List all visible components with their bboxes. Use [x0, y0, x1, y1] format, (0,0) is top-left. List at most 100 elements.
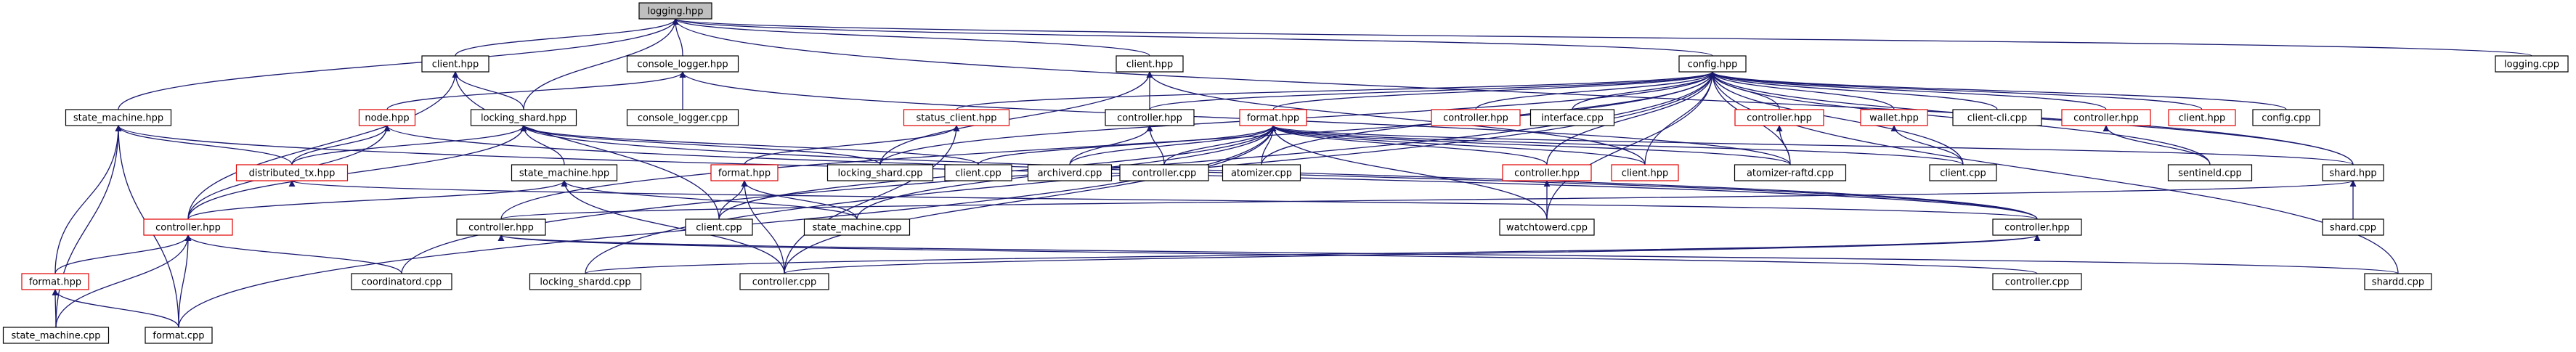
node-controller-hpp-r2[interactable]: controller.hpp: [1734, 109, 1824, 126]
edge-state-machine-cpp-a-to-format-hpp-b: [741, 180, 858, 220]
node-label: status_client.hpp: [916, 113, 996, 124]
node-logging-cpp[interactable]: logging.cpp: [2495, 55, 2569, 73]
node-label: state_machine.hpp: [73, 113, 163, 124]
node-client-cpp-a[interactable]: client.cpp: [944, 164, 1012, 181]
edge-shard-hpp-to-logging-hpp: [672, 18, 2354, 165]
node-config-cpp[interactable]: config.cpp: [2252, 109, 2320, 126]
node-logging-hpp[interactable]: logging.hpp: [638, 2, 712, 20]
edge-config-hpp-to-logging-hpp: [672, 18, 1713, 57]
node-locking-shard-hpp[interactable]: locking_shard.hpp: [470, 109, 577, 126]
edge-controller-hpp-r3-to-config-hpp: [1709, 71, 2107, 110]
node-box: [21, 273, 89, 290]
edge-controller-cpp-a-to-format-hpp-a: [1163, 125, 1277, 165]
node-label: format.hpp: [718, 168, 771, 179]
node-label: interface.cpp: [1541, 113, 1604, 124]
edge-format-hpp-c-to-state-machine-hpp-a: [54, 125, 122, 274]
node-label: archiverd.cpp: [1038, 168, 1102, 179]
node-controller-hpp-r4[interactable]: controller.hpp: [1502, 164, 1592, 181]
node-box: [1239, 109, 1307, 126]
node-node-hpp[interactable]: node.hpp: [358, 109, 416, 126]
edge-controller-hpp-r4-to-format-hpp-a: [1269, 125, 1548, 165]
node-controller-cpp-c[interactable]: controller.cpp: [1992, 273, 2082, 290]
node-label: locking_shard.cpp: [838, 168, 923, 179]
edge-client-cpp-c-to-format-hpp-b: [718, 180, 748, 220]
edge-controller-hpp-r5-to-locking-shard-hpp: [187, 125, 527, 220]
edge-client-hpp-r2-to-format-hpp-a: [1269, 125, 1646, 165]
node-controller-cpp-b[interactable]: controller.cpp: [739, 273, 829, 290]
edge-format-hpp-a-to-config-hpp: [1272, 71, 1716, 110]
edge-status-client-hpp-to-config-hpp: [956, 71, 1716, 110]
node-box: [143, 218, 233, 236]
node-distributed-tx-hpp[interactable]: distributed_tx.hpp: [235, 164, 349, 181]
node-format-cpp[interactable]: format.cpp: [145, 327, 213, 344]
node-label: watchtowerd.cpp: [1506, 223, 1588, 234]
node-interface-cpp[interactable]: interface.cpp: [1529, 109, 1615, 126]
node-label: controller.hpp: [155, 223, 221, 234]
node-status-client-hpp[interactable]: status_client.hpp: [903, 109, 1010, 126]
node-label: controller.hpp: [2004, 223, 2070, 234]
node-shard-cpp[interactable]: shard.cpp: [2322, 218, 2384, 236]
node-client-hpp-a[interactable]: client.hpp: [421, 55, 489, 73]
node-box: [1502, 164, 1592, 181]
node-label: sentineld.cpp: [2178, 168, 2242, 179]
node-client-cpp-c[interactable]: client.cpp: [685, 218, 753, 236]
node-shardd-cpp[interactable]: shardd.cpp: [2364, 273, 2432, 290]
node-label: controller.cpp: [2005, 277, 2070, 288]
node-controller-hpp-c[interactable]: controller.hpp: [1992, 218, 2082, 236]
node-label: client-cli.cpp: [1967, 113, 2028, 124]
node-label: controller.hpp: [1514, 168, 1580, 179]
edge-client-cpp-a-to-format-hpp-a: [978, 125, 1277, 165]
node-label: format.cpp: [153, 331, 204, 342]
node-client-cli-cpp[interactable]: client-cli.cpp: [1952, 109, 2042, 126]
node-wallet-hpp[interactable]: wallet.hpp: [1860, 109, 1928, 126]
node-state-machine-hpp-a[interactable]: state_machine.hpp: [65, 109, 172, 126]
node-shard-hpp[interactable]: shard.hpp: [2322, 164, 2384, 181]
node-label: controller.hpp: [2073, 113, 2139, 124]
node-controller-hpp-b[interactable]: controller.hpp: [456, 218, 546, 236]
node-state-machine-cpp-b[interactable]: state_machine.cpp: [2, 327, 110, 344]
node-box: [2322, 164, 2384, 181]
node-client-hpp-r2[interactable]: client.hpp: [1611, 164, 1679, 181]
node-format-hpp-a[interactable]: format.hpp: [1239, 109, 1307, 126]
node-label: format.hpp: [29, 277, 81, 288]
node-format-hpp-b[interactable]: format.hpp: [710, 164, 779, 181]
node-label: controller.hpp: [1117, 113, 1182, 124]
edge-client-cpp-b-to-wallet-hpp: [1890, 125, 1964, 165]
node-label: distributed_tx.hpp: [249, 168, 336, 179]
node-client-hpp-b[interactable]: client.hpp: [1116, 55, 1184, 73]
node-atomizer-raftd-cpp[interactable]: atomizer-raftd.cpp: [1734, 164, 1847, 181]
node-controller-hpp-r3[interactable]: controller.hpp: [2061, 109, 2151, 126]
node-box: [803, 218, 911, 236]
node-client-hpp-r[interactable]: client.hpp: [2168, 109, 2236, 126]
node-locking-shard-cpp[interactable]: locking_shard.cpp: [826, 164, 934, 181]
node-console-logger-hpp[interactable]: console_logger.hpp: [626, 55, 739, 73]
node-sentineld-cpp[interactable]: sentineld.cpp: [2167, 164, 2253, 181]
node-locking-shardd-cpp[interactable]: locking_shardd.cpp: [529, 273, 642, 290]
edge-controller-hpp-c-to-distributed-tx-hpp: [289, 180, 2038, 220]
node-watchtowerd-cpp[interactable]: watchtowerd.cpp: [1499, 218, 1595, 236]
node-state-machine-hpp-b[interactable]: state_machine.hpp: [511, 164, 618, 181]
node-label: controller.cpp: [752, 277, 817, 288]
node-label: locking_shard.hpp: [481, 113, 566, 124]
node-box: [235, 164, 349, 181]
node-label: format.hpp: [1247, 113, 1299, 124]
node-label: state_machine.cpp: [812, 223, 901, 234]
node-label: locking_shardd.cpp: [540, 277, 630, 288]
node-controller-hpp-a[interactable]: controller.hpp: [1105, 109, 1195, 126]
node-console-logger-cpp[interactable]: console_logger.cpp: [626, 109, 739, 126]
node-controller-hpp-r5[interactable]: controller.hpp: [143, 218, 233, 236]
node-state-machine-cpp-a[interactable]: state_machine.cpp: [803, 218, 911, 236]
node-format-hpp-c[interactable]: format.hpp: [21, 273, 89, 290]
edge-archiverd-cpp-to-format-hpp-a: [1069, 125, 1277, 165]
node-controller-cpp-a[interactable]: controller.cpp: [1119, 164, 1209, 181]
node-atomizer-cpp[interactable]: atomizer.cpp: [1222, 164, 1301, 181]
node-client-cpp-b[interactable]: client.cpp: [1929, 164, 1997, 181]
node-controller-hpp-r1[interactable]: controller.hpp: [1431, 109, 1521, 126]
edge-distributed-tx-hpp-to-node-hpp: [291, 125, 391, 165]
edge-state-machine-cpp-b-to-state-machine-hpp-a: [55, 125, 122, 328]
node-coordinatord-cpp[interactable]: coordinatord.cpp: [351, 273, 452, 290]
edge-format-cpp-to-format-hpp-c: [52, 289, 179, 328]
node-config-hpp[interactable]: config.hpp: [1678, 55, 1747, 73]
node-archiverd-cpp[interactable]: archiverd.cpp: [1027, 164, 1113, 181]
